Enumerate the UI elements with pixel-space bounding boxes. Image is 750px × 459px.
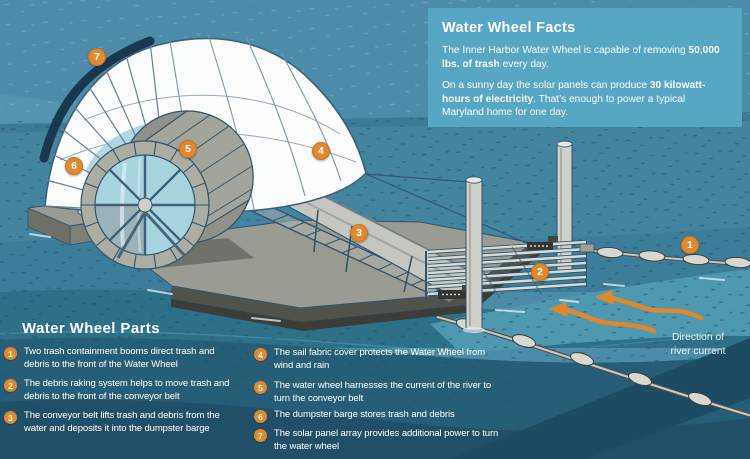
callout-marker-4: 4 (312, 142, 330, 160)
facts-panel: Water Wheel Facts The Inner Harbor Water… (428, 8, 742, 127)
callout-marker-7: 7 (88, 48, 106, 66)
callout-marker-5: 5 (179, 140, 197, 158)
part-text: The sail fabric cover protects the Water… (274, 347, 486, 371)
part-list-item-1: 1 Two trash containment booms direct tra… (4, 346, 236, 371)
part-text: The dumpster barge stores trash and debr… (274, 409, 455, 420)
debris-raking-system (425, 140, 595, 333)
part-number-badge: 5 (254, 381, 267, 394)
facts-paragraph-2: On a sunny day the solar panels can prod… (442, 80, 706, 118)
callout-marker-1: 1 (681, 236, 699, 254)
part-list-item-5: 5 The water wheel harnesses the current … (254, 380, 504, 405)
part-number-badge: 2 (4, 379, 17, 392)
part-list-item-7: 7 The solar panel array provides additio… (254, 428, 504, 453)
part-list-item-3: 3 The conveyor belt lifts trash and debr… (4, 410, 236, 435)
parts-heading: Water Wheel Parts (22, 320, 160, 337)
part-number-badge: 7 (254, 429, 267, 442)
water-wheel (80, 110, 254, 270)
current-direction-arrows (549, 290, 704, 334)
part-text: The solar panel array provides additiona… (274, 428, 499, 452)
part-text: The debris raking system helps to move t… (24, 378, 230, 402)
part-list-item-2: 2 The debris raking system helps to move… (4, 378, 236, 403)
part-list-item-6: 6 The dumpster barge stores trash and de… (254, 409, 504, 423)
water-spray (29, 233, 725, 322)
part-number-badge: 6 (254, 410, 267, 423)
part-text: The water wheel harnesses the current of… (274, 380, 492, 404)
part-number-badge: 3 (4, 411, 17, 424)
part-text: Two trash containment booms direct trash… (24, 346, 215, 370)
part-number-badge: 1 (4, 347, 17, 360)
callout-marker-6: 6 (65, 157, 83, 175)
facts-heading: Water Wheel Facts (442, 20, 576, 36)
part-text: The conveyor belt lifts trash and debris… (24, 410, 220, 434)
containment-boom-right (584, 246, 750, 269)
part-list-item-4: 4 The sail fabric cover protects the Wat… (254, 347, 504, 372)
part-number-badge: 4 (254, 348, 267, 361)
facts-paragraph-1: The Inner Harbor Water Wheel is capable … (442, 45, 720, 70)
solar-panel-array (39, 36, 155, 163)
river-current-label: Direction of river current (670, 332, 726, 357)
callout-marker-3: 3 (350, 224, 368, 242)
callout-marker-2: 2 (531, 263, 549, 281)
